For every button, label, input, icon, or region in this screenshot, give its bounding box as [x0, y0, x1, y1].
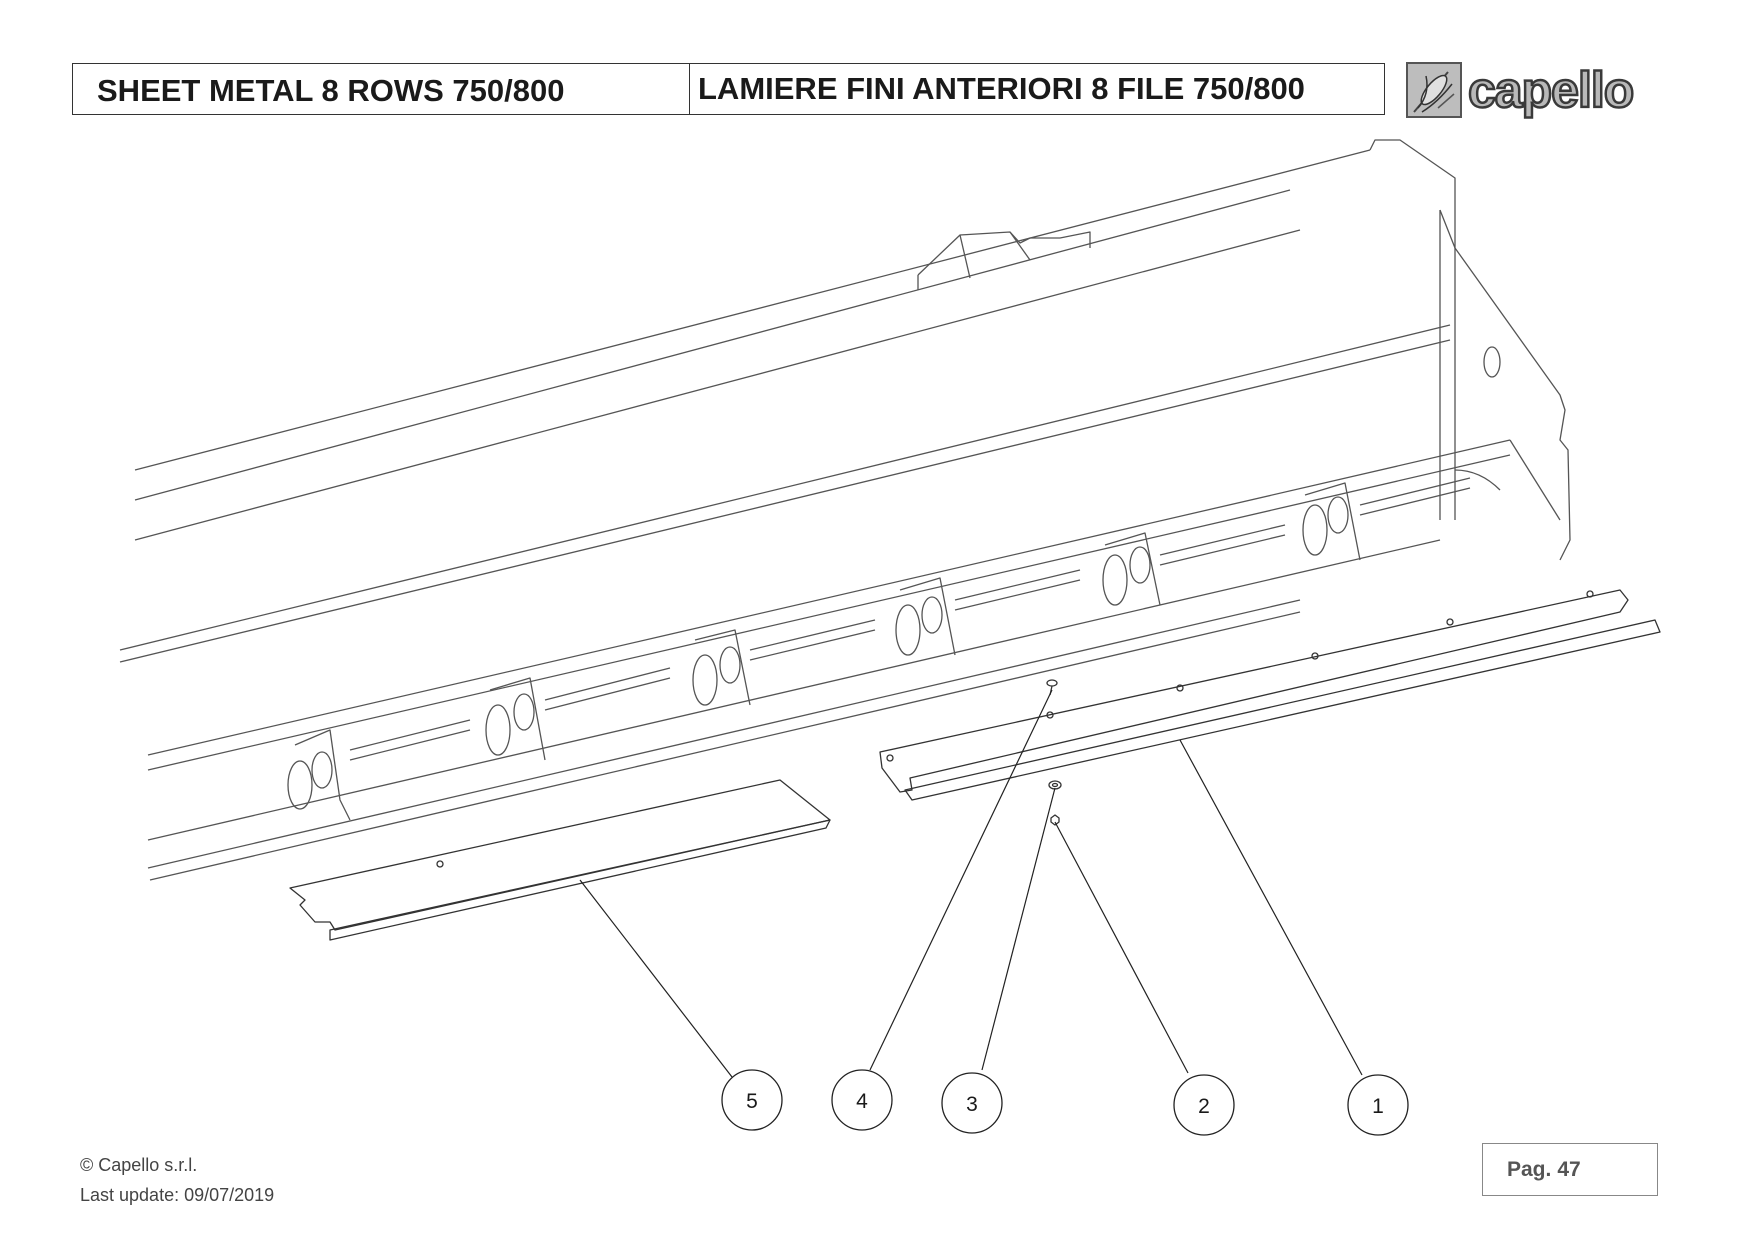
copyright-text: © Capello s.r.l. — [80, 1155, 198, 1175]
callout-number: 5 — [746, 1090, 758, 1113]
capello-logo: capello — [1406, 60, 1668, 120]
callout-number: 2 — [1198, 1095, 1210, 1118]
callout-number: 4 — [856, 1090, 868, 1113]
callout-2: 2 — [1173, 1074, 1235, 1136]
callout-number: 1 — [1372, 1095, 1384, 1118]
title-english: SHEET METAL 8 ROWS 750/800 — [73, 64, 690, 114]
page-number-box: Pag. 47 — [1482, 1143, 1658, 1196]
footer-info: © Capello s.r.l. Last update: 09/07/2019 — [80, 1150, 274, 1210]
page-label: Pag. — [1507, 1157, 1552, 1181]
last-update-text: Last update: 09/07/2019 — [80, 1185, 275, 1205]
frame-body — [119, 139, 1571, 881]
part-1-right-sheet — [879, 589, 1661, 801]
logo-wordmark: capello — [1467, 62, 1636, 118]
callout-5: 5 — [721, 1069, 783, 1131]
callout-number: 3 — [966, 1093, 978, 1116]
callout-1: 1 — [1347, 1074, 1409, 1136]
title-italian: LAMIERE FINI ANTERIORI 8 FILE 750/800 — [698, 71, 1305, 106]
part-5-left-sheet — [289, 779, 831, 941]
page-number: 47 — [1557, 1157, 1581, 1181]
callout-3: 3 — [941, 1072, 1003, 1134]
callout-4: 4 — [831, 1069, 893, 1131]
divider-plates — [287, 477, 1471, 821]
title-block: SHEET METAL 8 ROWS 750/800 LAMIERE FINI … — [72, 63, 1385, 115]
corn-cob-logo-icon — [1406, 62, 1462, 118]
hardware-parts — [1046, 679, 1062, 826]
leader-lines — [579, 689, 1363, 1078]
